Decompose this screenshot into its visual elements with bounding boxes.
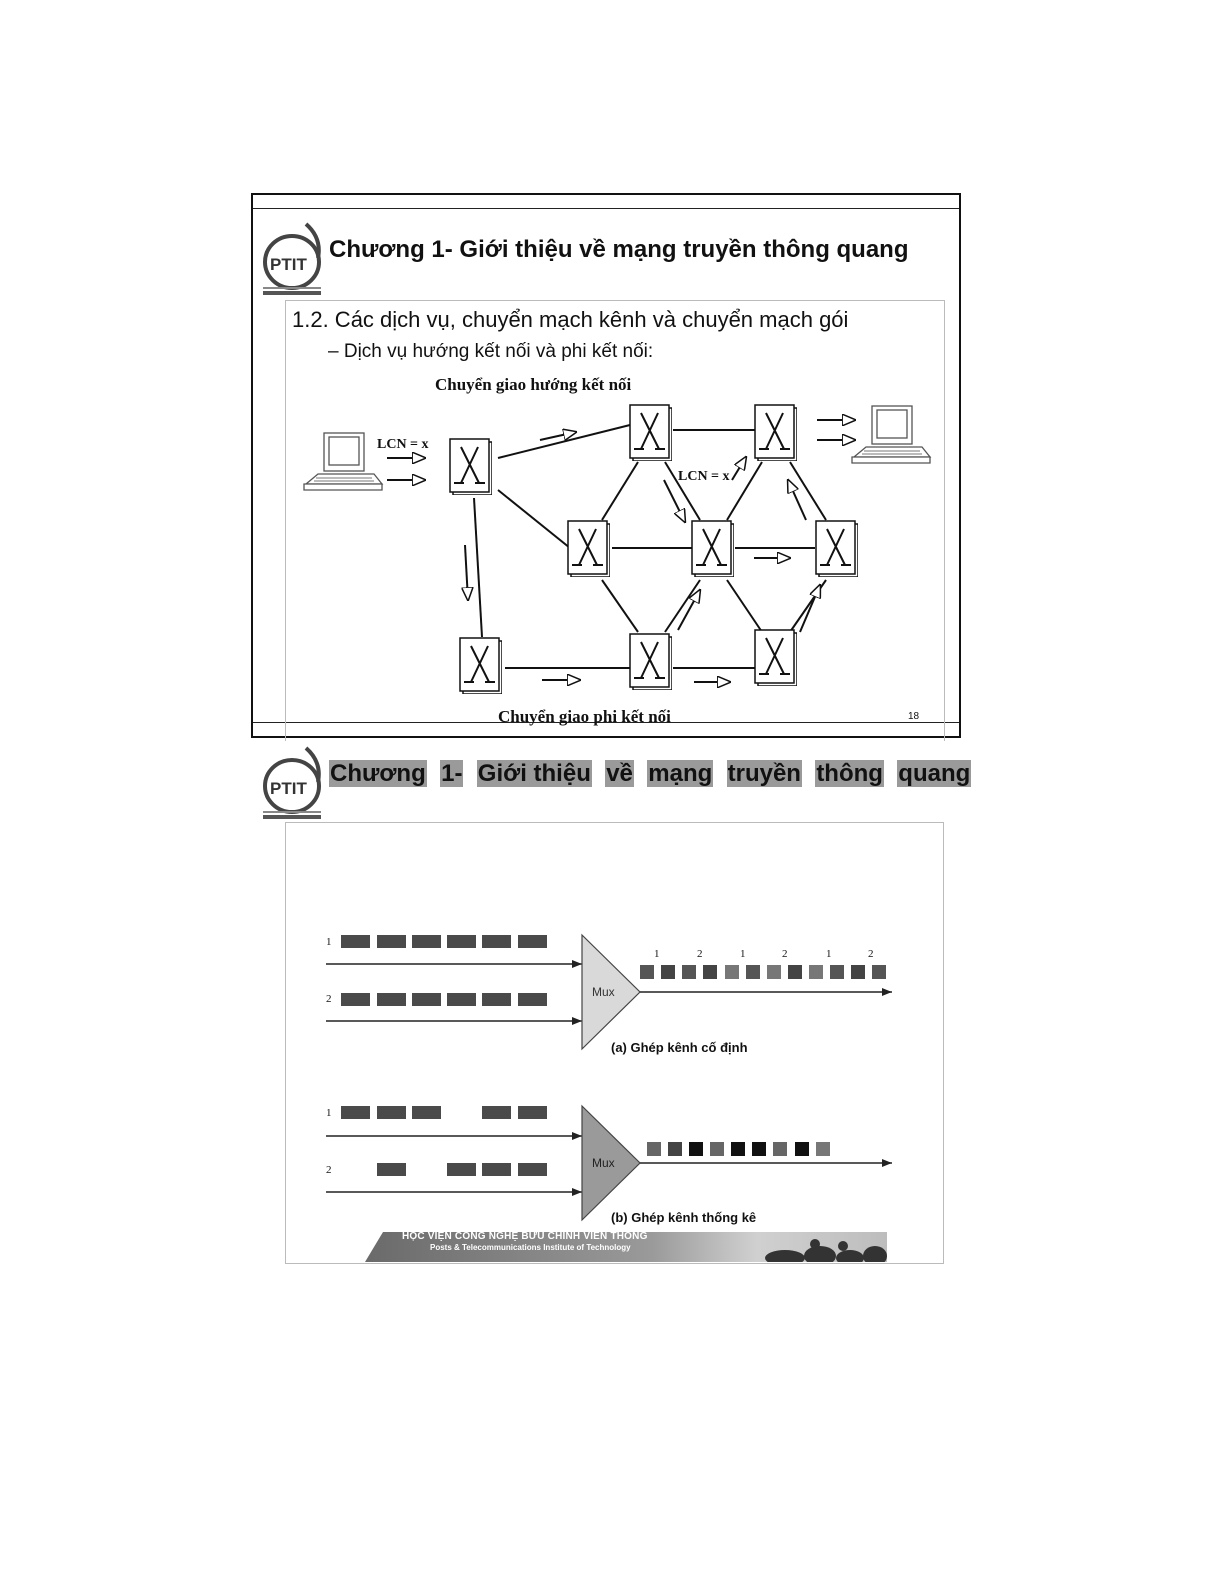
flow-arrow xyxy=(539,432,576,441)
output-packets xyxy=(647,1142,830,1156)
input-label: 1 xyxy=(326,936,332,948)
flow-arrow xyxy=(731,457,746,481)
title-word: 1- xyxy=(440,760,464,787)
flow-arrow xyxy=(799,585,820,633)
diagram-top-caption: Chuyển giao hướng kết nối xyxy=(435,375,632,394)
page-number: 18 xyxy=(908,711,920,722)
lcn-label: LCN = x xyxy=(678,469,730,484)
title-word: quang xyxy=(897,760,972,787)
title-word: mạng xyxy=(647,760,714,787)
flow-arrow xyxy=(465,544,468,600)
input-1-packets xyxy=(341,1106,547,1119)
caption-statistical-mux: (b) Ghép kênh thống kê xyxy=(611,1210,757,1225)
input-1-packets xyxy=(341,935,547,948)
svg-text:PTIT: PTIT xyxy=(270,255,307,274)
output-label: 1 xyxy=(740,948,746,960)
mux-label: Mux xyxy=(592,985,615,999)
mux-triangle xyxy=(581,933,641,1051)
slide-1-content-frame xyxy=(285,300,945,741)
institute-banner xyxy=(365,1232,887,1262)
mux-triangle xyxy=(581,1104,641,1222)
output-label: 2 xyxy=(697,948,703,960)
slide-bottom-rule xyxy=(253,722,959,723)
caption-fixed-mux: (a) Ghép kênh cố định xyxy=(611,1040,748,1055)
flow-arrow xyxy=(663,479,685,522)
institute-name-english: Posts & Telecommunications Institute of … xyxy=(430,1243,631,1252)
title-word: Giới thiệu xyxy=(476,760,592,787)
title-word: về xyxy=(605,760,634,787)
title-word: truyền xyxy=(726,760,802,787)
title-word: Chương xyxy=(329,760,427,787)
slide-top-rule xyxy=(253,208,959,209)
slide-1 xyxy=(251,193,961,738)
output-label: 2 xyxy=(782,948,788,960)
input-2-packets xyxy=(341,993,547,1006)
network-links xyxy=(473,424,827,669)
input-label: 2 xyxy=(326,1164,332,1176)
ptit-logo: PTIT xyxy=(262,218,324,296)
section-heading: 1.2. Các dịch vụ, chuyển mạch kênh và ch… xyxy=(292,307,849,332)
input-label: 1 xyxy=(326,1107,332,1119)
diagram-bottom-caption: Chuyển giao phi kết nối xyxy=(498,707,671,726)
output-label: 1 xyxy=(826,948,832,960)
bullet-item: – Dịch vụ hướng kết nối và phi kết nối: xyxy=(328,341,654,362)
slide-1-title: Chương 1- Giới thiệu về mạng truyền thôn… xyxy=(329,236,909,263)
output-packets xyxy=(640,965,886,979)
slide-2-title: Chương 1- Giới thiệu về mạng truyền thôn… xyxy=(329,760,972,788)
flow-arrow xyxy=(677,590,700,631)
svg-text:PTIT: PTIT xyxy=(270,779,307,798)
input-2-packets xyxy=(377,1163,547,1176)
flow-arrow xyxy=(788,480,807,521)
title-word: thông xyxy=(815,760,884,787)
output-label: 1 xyxy=(654,948,660,960)
ptit-logo: PTIT xyxy=(262,742,324,820)
institute-name: HỌC VIỆN CÔNG NGHỆ BƯU CHÍNH VIỄN THÔNG xyxy=(402,1231,648,1242)
lcn-label: LCN = x xyxy=(377,437,429,452)
output-label: 2 xyxy=(868,948,874,960)
mux-label: Mux xyxy=(592,1156,615,1170)
input-label: 2 xyxy=(326,993,332,1005)
slide-2-content-frame xyxy=(285,822,944,1264)
